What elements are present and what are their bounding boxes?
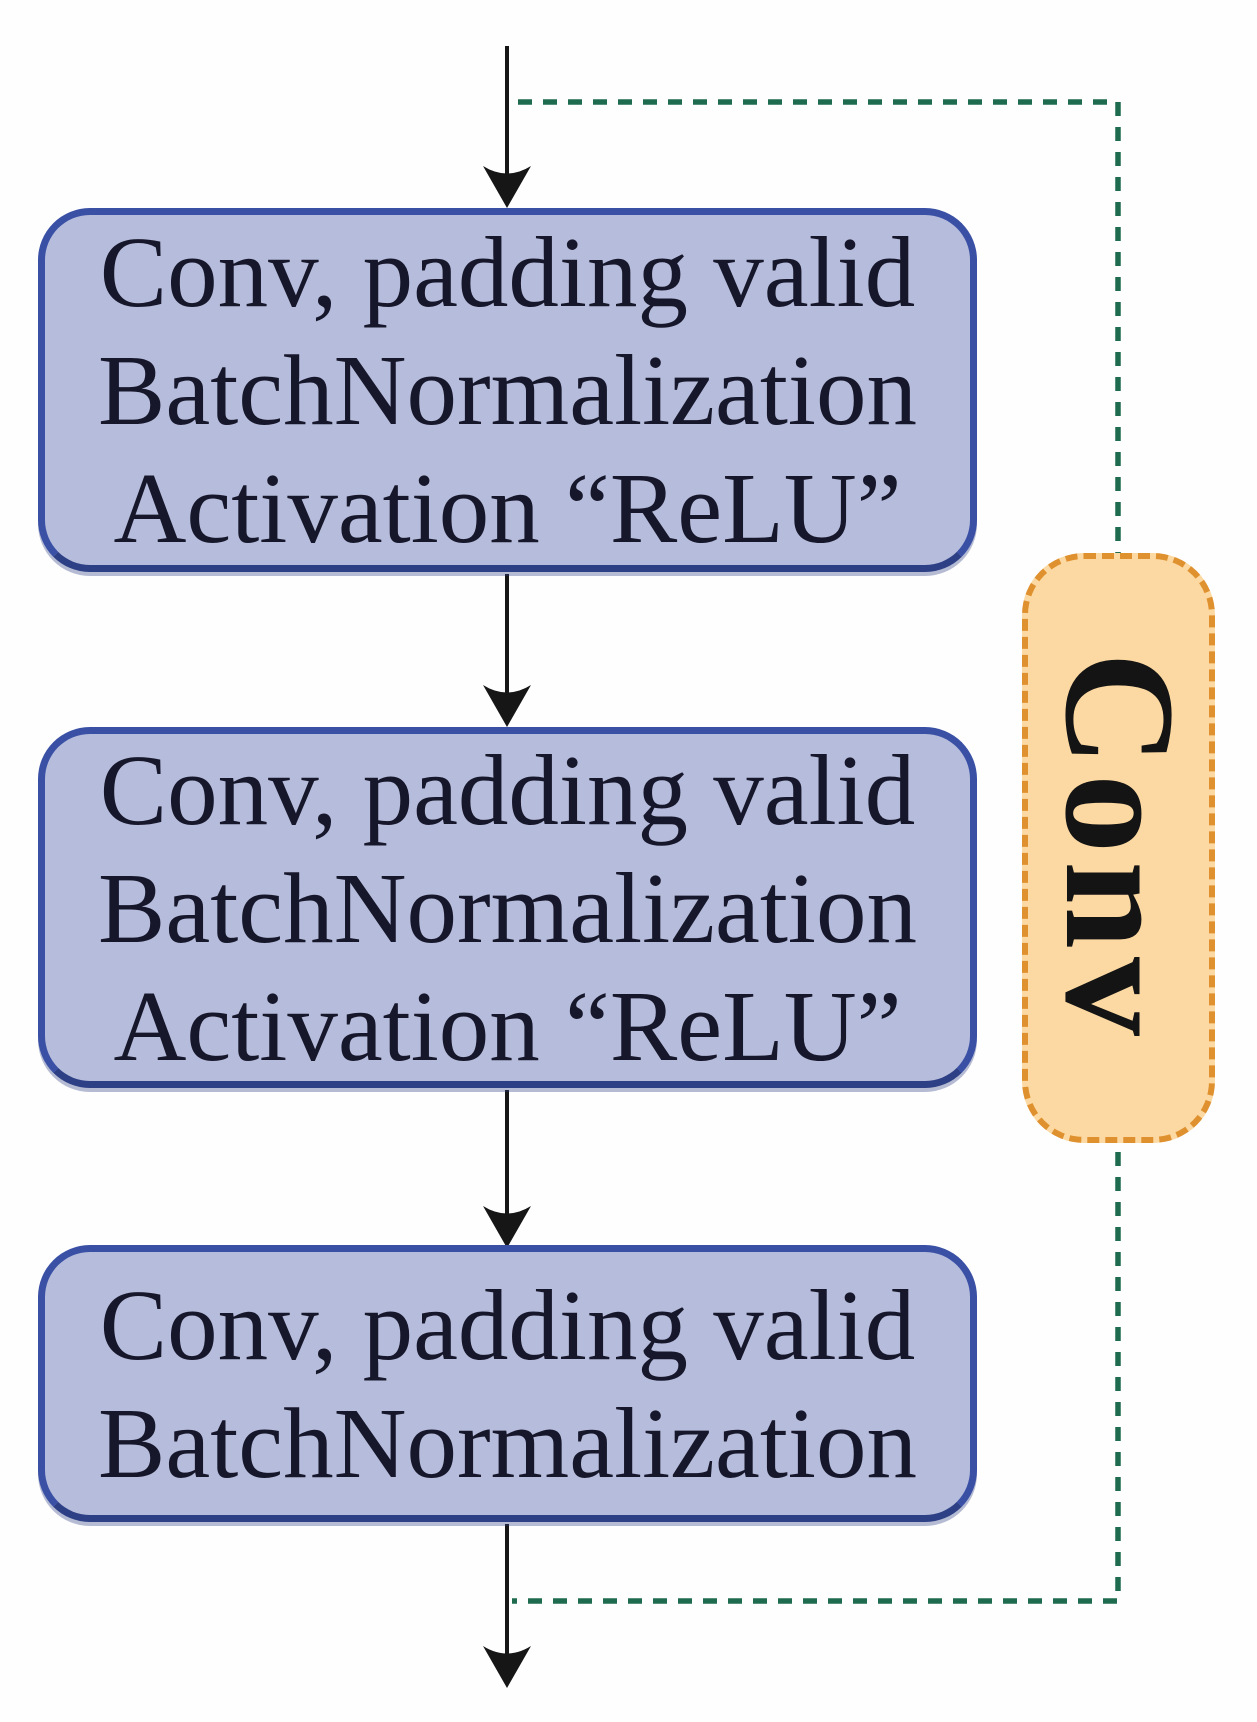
block2-line-batchnorm: BatchNormalization [98, 851, 917, 964]
conv-bn-block-3: Conv, padding valid BatchNormalization [38, 1245, 977, 1522]
block2-line-conv: Conv, padding valid [99, 733, 916, 846]
output-arrow-head [483, 1646, 531, 1688]
block3-line-batchnorm: BatchNormalization [98, 1386, 917, 1499]
block1-line-conv: Conv, padding valid [99, 216, 916, 328]
skip-connection-dashed-path [512, 99, 1121, 1604]
skip-conv-label: Conv [1031, 652, 1207, 1044]
conv-bn-relu-block-1: Conv, padding valid BatchNormalization A… [38, 208, 977, 572]
arrow-block2-block3-head [483, 1206, 531, 1248]
block1-line-activation: Activation “ReLU” [113, 452, 902, 564]
skip-conv-box: Conv [1022, 553, 1215, 1143]
arrow-block1-block2-head [483, 685, 531, 727]
block1-line-batchnorm: BatchNormalization [98, 334, 917, 446]
conv-bn-relu-block-2: Conv, padding valid BatchNormalization A… [38, 727, 977, 1088]
input-arrow-head [483, 166, 531, 208]
block2-line-activation: Activation “ReLU” [113, 969, 902, 1082]
block3-line-conv: Conv, padding valid [99, 1268, 916, 1381]
